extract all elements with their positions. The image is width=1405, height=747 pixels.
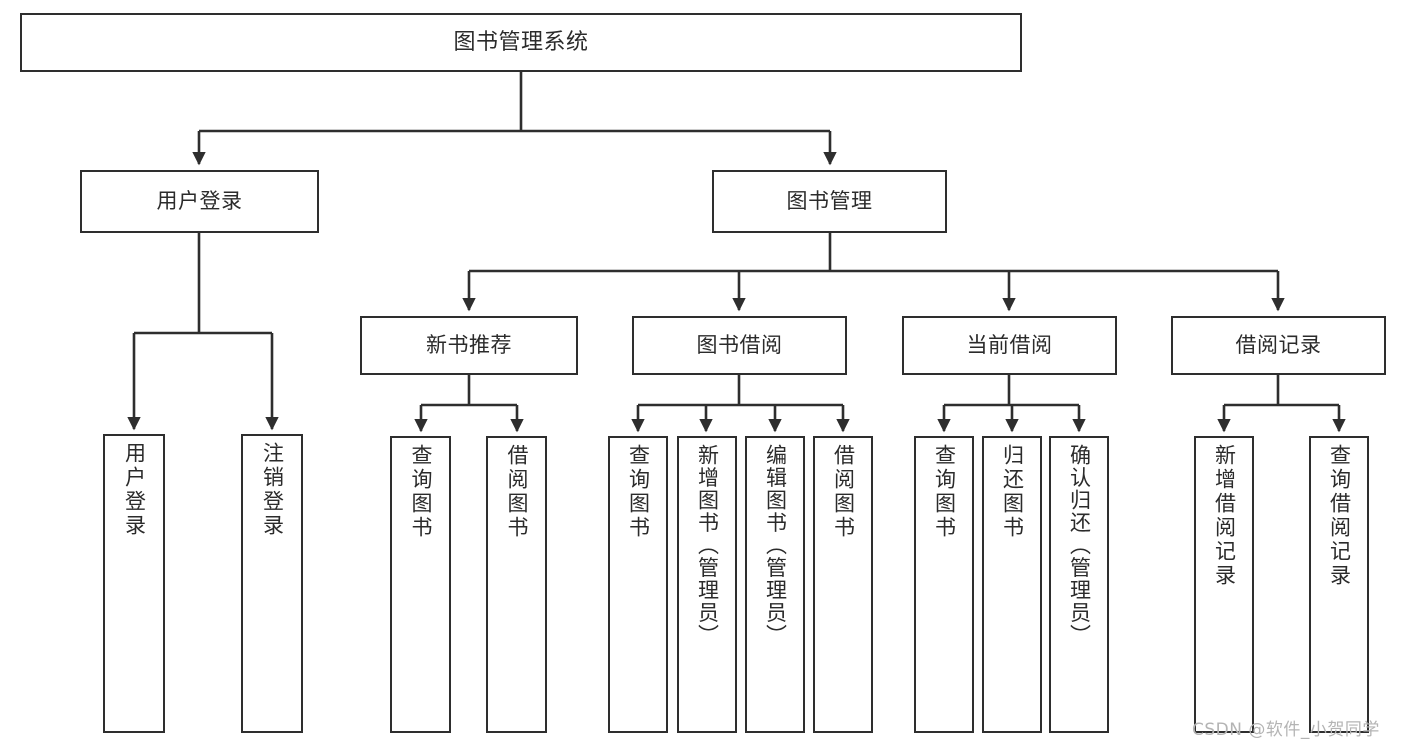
- node-current-borrow-label: 当前借阅: [966, 333, 1053, 358]
- leaf-query-book-borrow-label: 查询图书: [626, 444, 651, 540]
- leaf-add-book-admin-label: 新增图书（管理员）: [695, 444, 720, 647]
- node-root-label: 图书管理系统: [453, 29, 589, 55]
- leaf-borrow-book-recommend-label: 借阅图书: [505, 444, 529, 540]
- leaf-query-borrow-record-label: 查询借阅记录: [1327, 444, 1352, 588]
- leaf-add-book-admin[interactable]: 新增图书（管理员）: [677, 436, 737, 733]
- leaf-user-logout-label: 注销登录: [260, 442, 285, 538]
- node-current-borrow[interactable]: 当前借阅: [902, 316, 1117, 375]
- node-borrow-record[interactable]: 借阅记录: [1171, 316, 1386, 375]
- leaf-add-borrow-record-label: 新增借阅记录: [1212, 444, 1237, 588]
- leaf-query-book-borrow[interactable]: 查询图书: [608, 436, 668, 733]
- leaf-user-login-label: 用户登录: [122, 442, 147, 538]
- leaf-return-book-label: 归还图书: [1000, 444, 1025, 540]
- leaf-borrow-book-recommend[interactable]: 借阅图书: [486, 436, 547, 733]
- leaf-borrow-book-borrow-label: 借阅图书: [831, 444, 856, 540]
- leaf-confirm-return-admin[interactable]: 确认归还（管理员）: [1049, 436, 1109, 733]
- node-new-book-recommend[interactable]: 新书推荐: [360, 316, 578, 375]
- leaf-query-borrow-record[interactable]: 查询借阅记录: [1309, 436, 1369, 733]
- leaf-return-book[interactable]: 归还图书: [982, 436, 1042, 733]
- node-book-management[interactable]: 图书管理: [712, 170, 947, 233]
- leaf-edit-book-admin[interactable]: 编辑图书（管理员）: [745, 436, 805, 733]
- node-book-borrow-label: 图书借阅: [696, 333, 783, 358]
- leaf-query-book-recommend-label: 查询图书: [409, 444, 433, 540]
- leaf-add-borrow-record[interactable]: 新增借阅记录: [1194, 436, 1254, 733]
- node-root-book-management-system[interactable]: 图书管理系统: [20, 13, 1022, 72]
- node-user-login[interactable]: 用户登录: [80, 170, 319, 233]
- node-book-management-label: 图书管理: [786, 189, 873, 214]
- node-borrow-record-label: 借阅记录: [1235, 333, 1322, 358]
- leaf-query-book-recommend[interactable]: 查询图书: [390, 436, 451, 733]
- leaf-user-logout[interactable]: 注销登录: [241, 434, 303, 733]
- node-book-borrow[interactable]: 图书借阅: [632, 316, 847, 375]
- leaf-edit-book-admin-label: 编辑图书（管理员）: [763, 444, 788, 647]
- csdn-watermark: CSDN @软件_小贺同学: [1192, 720, 1380, 740]
- leaf-user-login[interactable]: 用户登录: [103, 434, 165, 733]
- leaf-confirm-return-admin-label: 确认归还（管理员）: [1067, 444, 1092, 647]
- node-new-book-recommend-label: 新书推荐: [426, 333, 512, 358]
- leaf-query-book-current-label: 查询图书: [932, 444, 957, 540]
- leaf-query-book-current[interactable]: 查询图书: [914, 436, 974, 733]
- leaf-borrow-book-borrow[interactable]: 借阅图书: [813, 436, 873, 733]
- node-user-login-label: 用户登录: [156, 189, 243, 214]
